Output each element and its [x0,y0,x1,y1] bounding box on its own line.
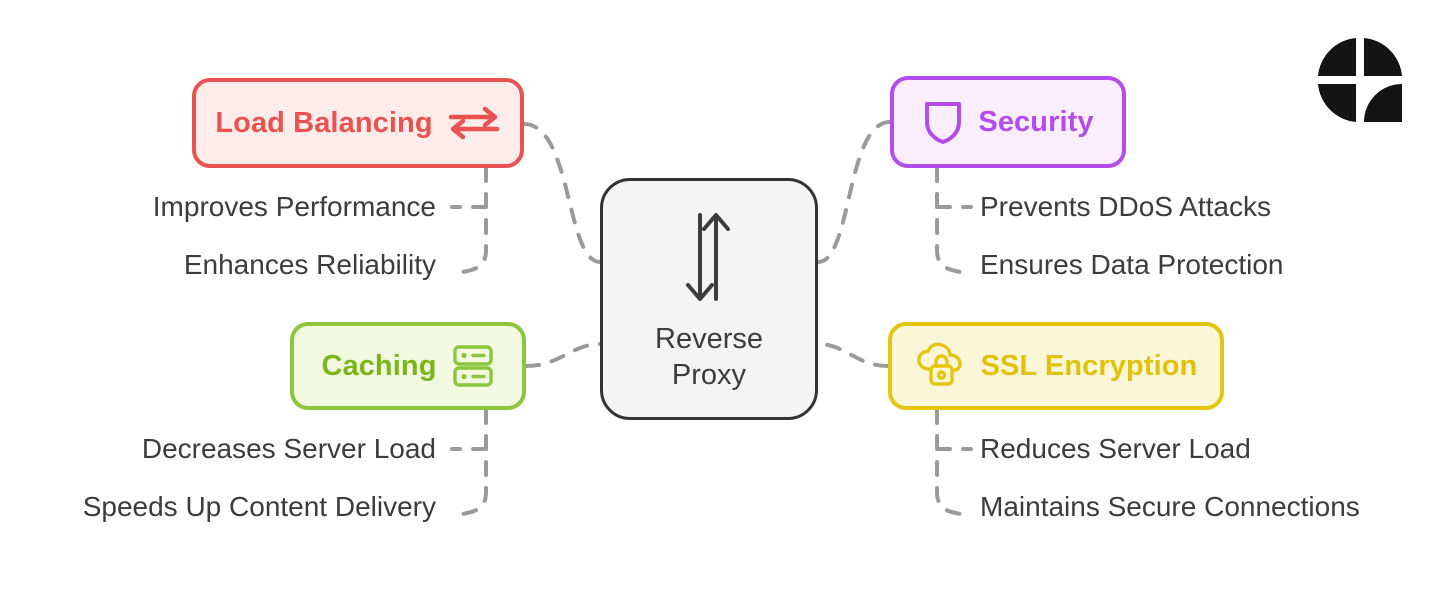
branch-label-security: Security [978,105,1094,138]
connector-caching-to-center [524,342,602,368]
connector-security-to-center [816,120,892,264]
connector-ssl-to-center [816,342,890,368]
sub-label-speeds-up-content-delivery: Speeds Up Content Delivery [82,491,436,522]
sub-label-decreases-server-load: Decreases Server Load [141,433,436,464]
sub-label-enhances-reliability: Enhances Reliability [183,249,436,280]
center-node-reverse-proxy[interactable]: Reverse Proxy [600,178,818,420]
quadrant-circle-logo [1310,30,1410,130]
sub-label-improves-performance: Improves Performance [152,191,436,222]
connector-load-to-center [522,122,602,264]
sub-label-prevents-ddos-attacks: Prevents DDoS Attacks [980,191,1272,222]
branch-node-caching[interactable]: Caching [290,322,526,410]
sub-label-ensures-data-protection: Ensures Data Protection [980,249,1284,280]
branch-node-ssl-encryption[interactable]: SSL Encryption [888,322,1224,410]
sub-label-maintains-secure-connections: Maintains Secure Connections [980,491,1360,522]
connector-ssl-subs [935,408,963,516]
connector-load-subs [460,166,488,274]
branch-node-load-balancing[interactable]: Load Balancing [192,78,524,168]
left-right-arrows-icon [447,104,501,142]
branch-node-security[interactable]: Security [890,76,1126,168]
connector-caching-subs [460,408,488,516]
cloud-lock-icon [915,342,967,390]
center-node-label: Reverse Proxy [655,322,763,391]
branch-label-ssl-encryption: SSL Encryption [980,349,1198,382]
connector-security-subs [935,166,963,274]
sub-label-reduces-server-load: Reduces Server Load [980,433,1251,464]
branch-label-caching: Caching [321,349,437,382]
branch-label-load-balancing: Load Balancing [215,106,433,139]
shield-icon [922,98,964,146]
server-rack-icon [451,343,495,389]
up-down-arrows-icon [678,205,740,309]
